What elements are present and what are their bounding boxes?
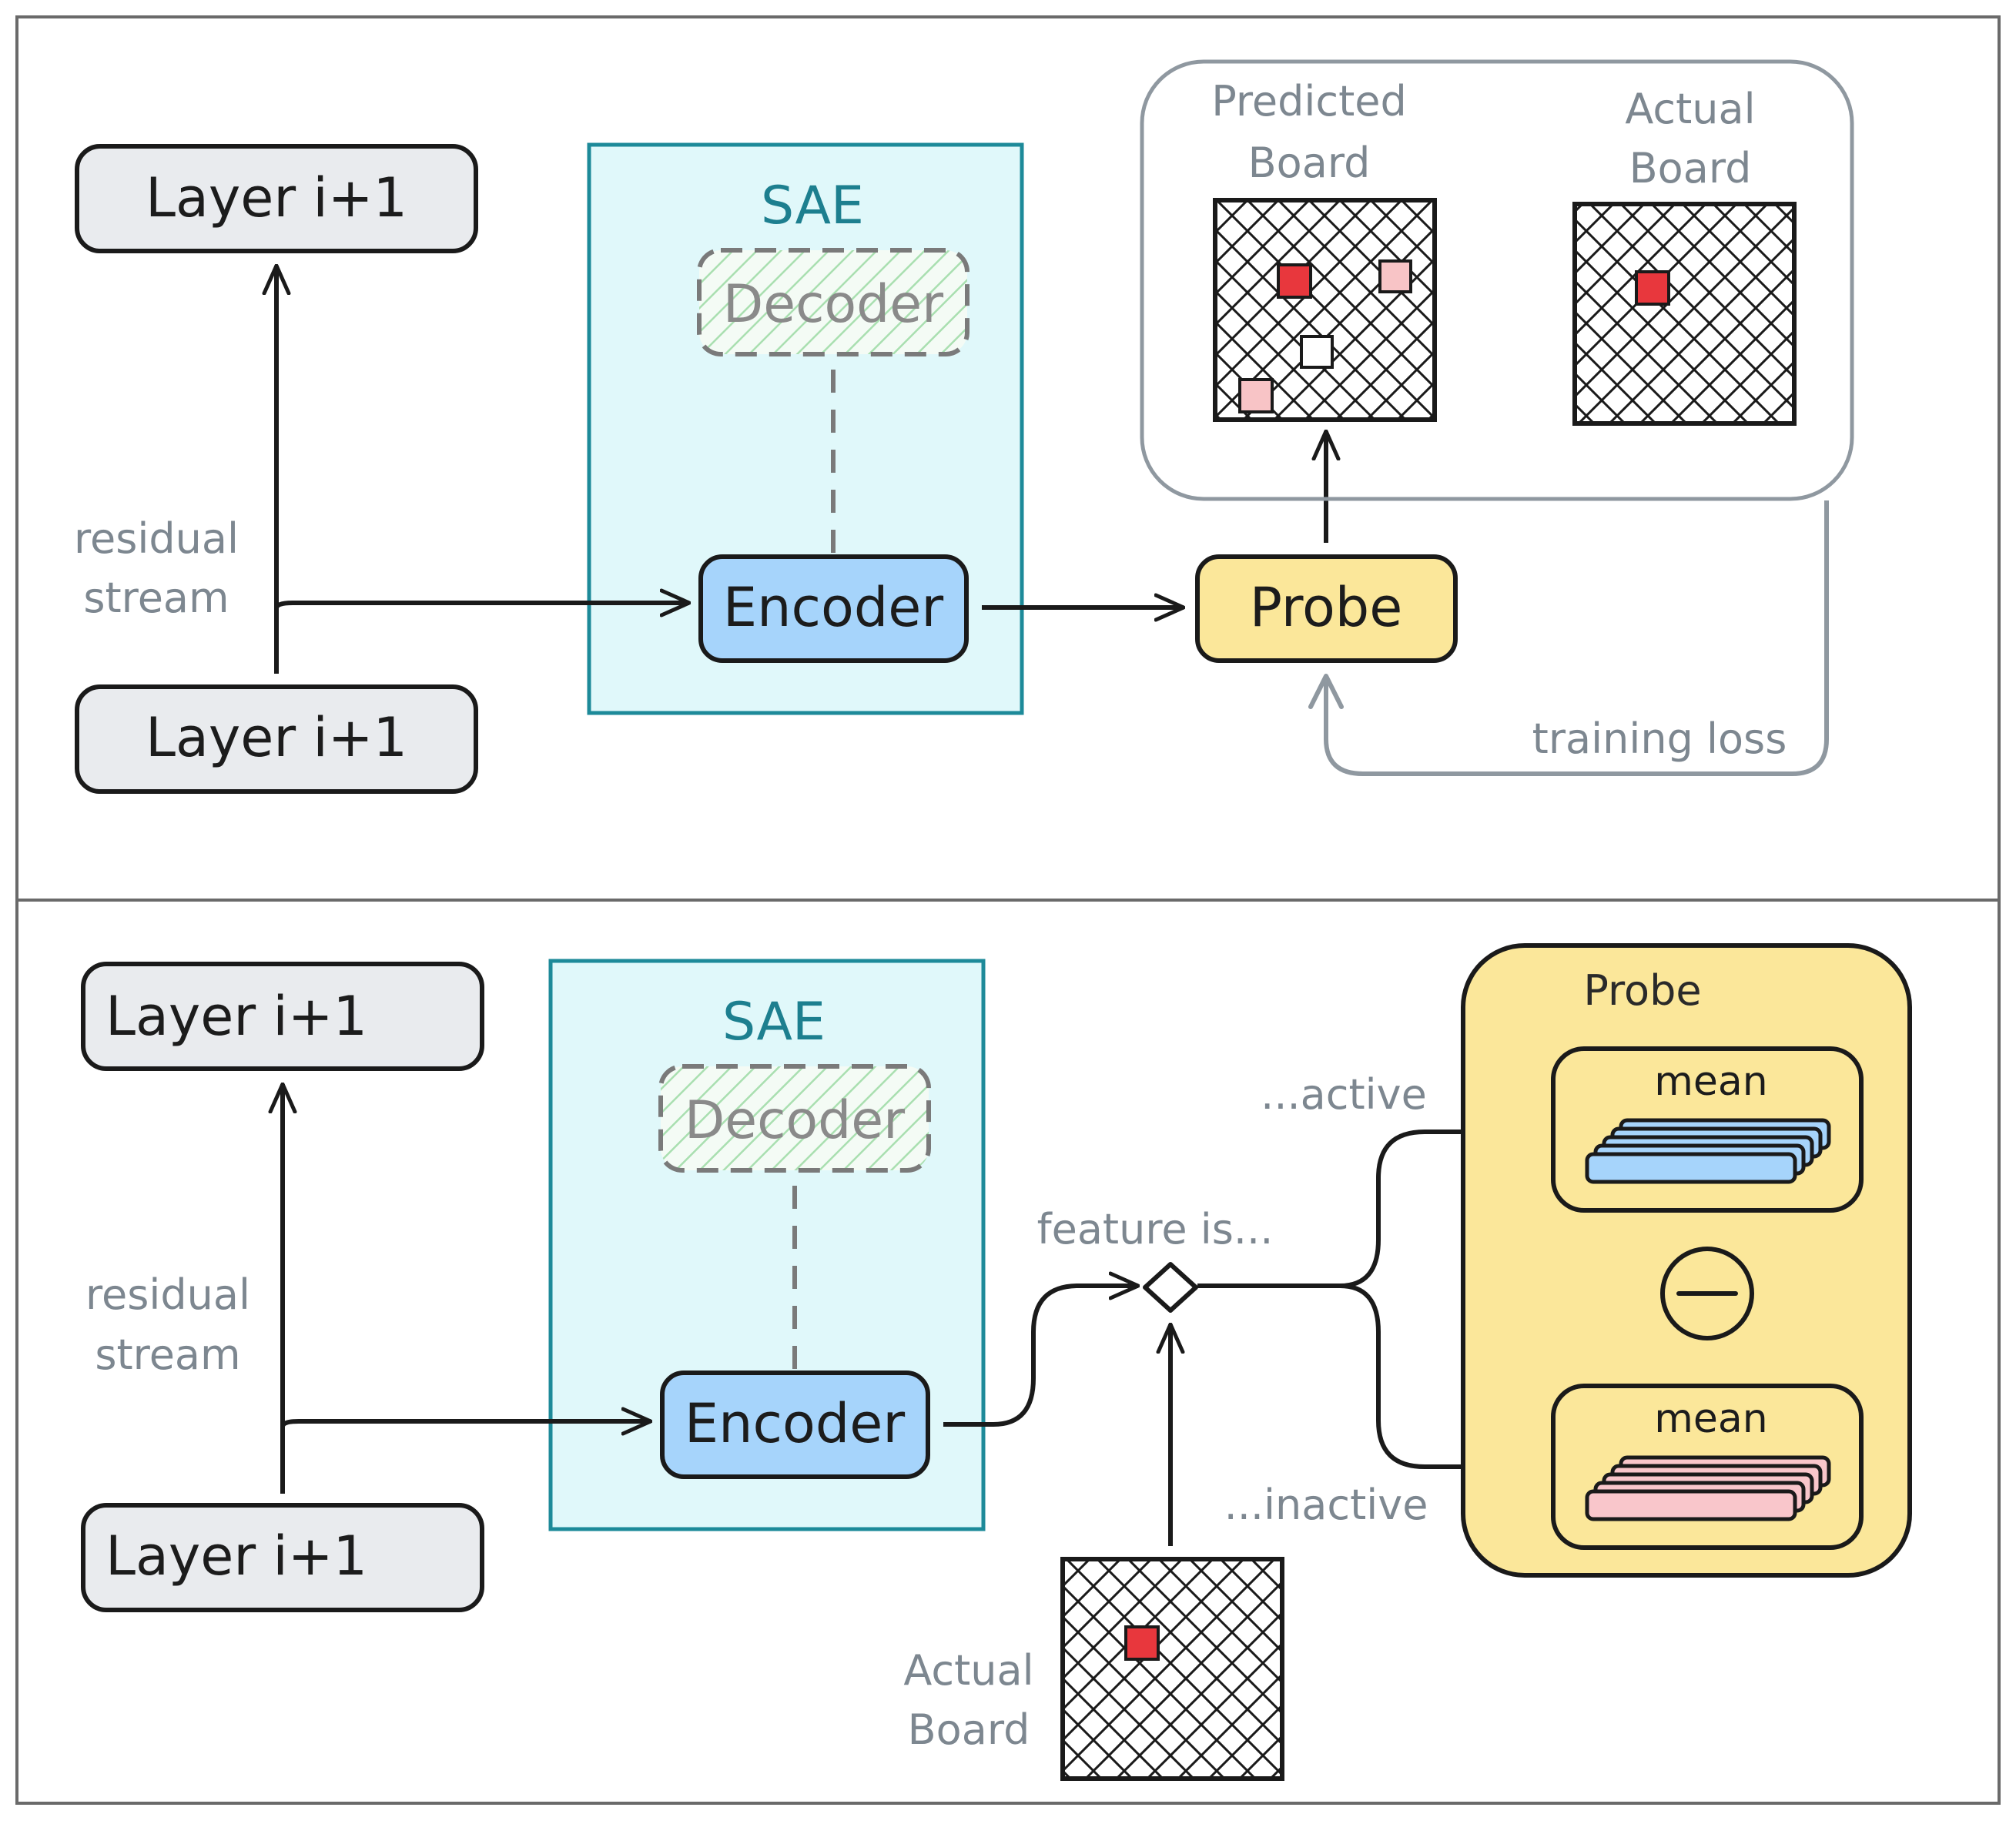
top-layer-upper-label: Layer i+1 (146, 166, 407, 229)
top-layer-upper-box: Layer i+1 (75, 144, 478, 253)
bottom-decoder-box: Decoder (658, 1064, 931, 1173)
figure-frame (15, 15, 2001, 1805)
bottom-decoder-label: Decoder (685, 1090, 905, 1151)
bottom-layer-upper-label: Layer i+1 (105, 985, 367, 1048)
predicted-board-label-2: Board (1248, 139, 1371, 187)
active-label: ...active (1261, 1070, 1427, 1119)
actual-board-top-label-1: Actual (1625, 85, 1755, 133)
active-branch-arrow (1197, 1132, 1539, 1288)
top-probe-box: Probe (1195, 554, 1458, 663)
inactive-branch-arrow (1339, 1283, 1539, 1467)
bottom-residual-label-2: stream (95, 1330, 240, 1379)
bottom-layer-upper-box: Layer i+1 (81, 962, 484, 1071)
bottom-probe-title: Probe (1583, 966, 1701, 1015)
actual-board-top-label-2: Board (1629, 144, 1752, 192)
training-loss-label: training loss (1532, 715, 1787, 763)
predicted-board (1213, 198, 1437, 422)
predicted-red-square (1277, 263, 1312, 299)
actual-board-bottom-label-1: Actual (903, 1646, 1033, 1695)
actual-board-bottom-label-2: Board (908, 1705, 1030, 1754)
top-residual-label-2: stream (83, 574, 229, 622)
top-residual-label-1: residual (74, 514, 239, 563)
active-vector-stack (1585, 1118, 1831, 1184)
actual-bottom-red-square (1124, 1625, 1160, 1661)
predicted-pink-square-1 (1378, 259, 1412, 293)
mean-active-label: mean (1654, 1059, 1767, 1105)
mean-active-box: mean (1551, 1046, 1864, 1213)
top-sae-title: SAE (761, 176, 864, 236)
inactive-vector-stack (1585, 1455, 1831, 1521)
inactive-label: ...inactive (1224, 1481, 1428, 1529)
top-layer-lower-box: Layer i+1 (75, 684, 478, 794)
top-residual-to-encoder-arrow (274, 603, 689, 608)
bottom-residual-to-encoder-arrow (280, 1421, 651, 1427)
bottom-residual-label-1: residual (85, 1270, 250, 1319)
bottom-encoder-label: Encoder (685, 1392, 905, 1455)
feature-is-label: feature is... (1037, 1205, 1274, 1253)
top-encoder-label: Encoder (723, 576, 943, 639)
mean-inactive-box: mean (1551, 1384, 1864, 1550)
predicted-board-label-1: Predicted (1211, 77, 1407, 126)
top-layer-lower-label: Layer i+1 (146, 706, 407, 769)
top-boards-container (1140, 59, 1854, 501)
minus-circle-icon (1660, 1247, 1754, 1340)
top-probe-label: Probe (1250, 576, 1403, 639)
training-loss-path (1324, 500, 1829, 776)
top-panel: Layer i+1 Layer i+1 residual stream SAE … (74, 59, 1854, 794)
mean-inactive-label: mean (1654, 1396, 1767, 1442)
predicted-pink-square-2 (1238, 378, 1274, 413)
top-encoder-box: Encoder (698, 554, 969, 663)
training-loss-arrowhead (1308, 674, 1344, 709)
actual-board-bottom (1060, 1557, 1284, 1781)
bottom-panel: Layer i+1 Layer i+1 residual stream SAE … (81, 943, 1912, 1781)
bottom-layer-lower-label: Layer i+1 (105, 1524, 367, 1588)
bottom-sae-title: SAE (722, 992, 825, 1053)
top-decoder-box: Decoder (697, 248, 969, 356)
decision-diamond-icon (1143, 1262, 1198, 1313)
encoder-to-diamond-arrow (943, 1286, 1138, 1427)
bottom-encoder-box: Encoder (660, 1371, 930, 1479)
top-decoder-label: Decoder (723, 274, 943, 335)
bottom-layer-lower-box: Layer i+1 (81, 1503, 484, 1612)
predicted-white-square (1300, 335, 1334, 369)
actual-top-red-square (1635, 270, 1670, 306)
actual-board-top (1572, 202, 1797, 426)
